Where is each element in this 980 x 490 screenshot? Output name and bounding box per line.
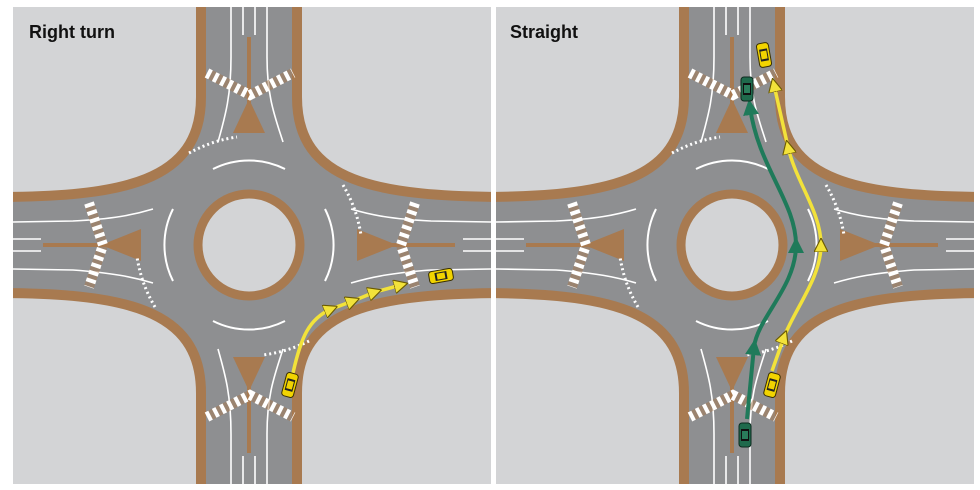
- roundabout-drawing: [0, 0, 513, 490]
- panel-right-turn: Right turn: [0, 0, 513, 490]
- panel-straight: Straight: [476, 0, 980, 490]
- green-car-exit: [740, 76, 754, 102]
- panel-title: Straight: [510, 22, 578, 42]
- green-car: [738, 422, 752, 448]
- roundabout-drawing: [476, 0, 980, 490]
- right-turn-path-arrow: [291, 285, 401, 374]
- yellow-straight-path-arrow: [772, 85, 821, 372]
- panel-title: Right turn: [29, 22, 115, 42]
